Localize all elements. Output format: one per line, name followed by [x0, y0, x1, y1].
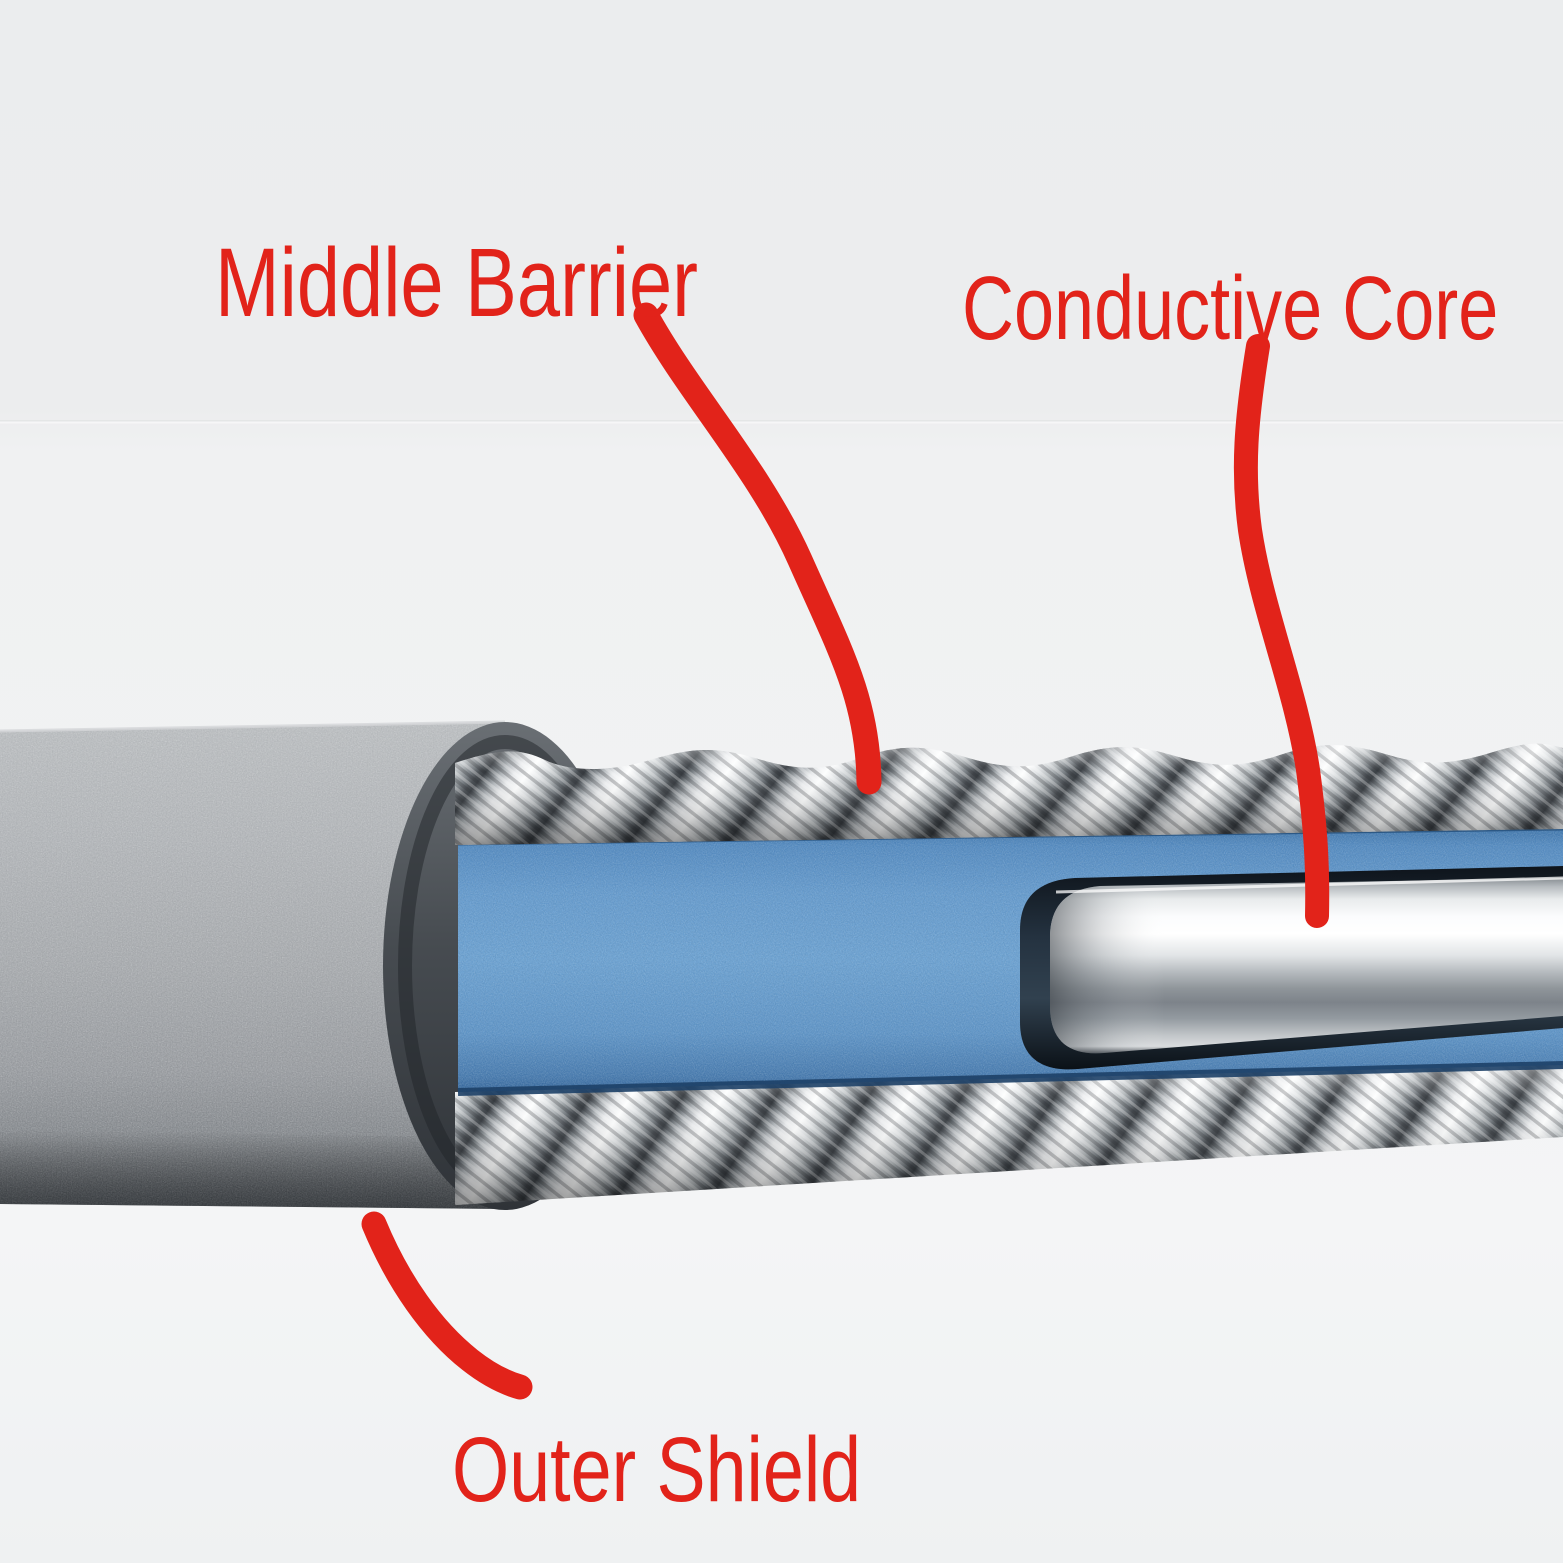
middle-barrier-label: Middle Barrier	[215, 228, 698, 337]
outer-shield-label: Outer Shield	[452, 1419, 862, 1521]
conductive-core-label: Conductive Core	[962, 259, 1499, 359]
outer-jacket-top-highlight	[0, 720, 506, 733]
background-seam-line	[0, 420, 1563, 422]
background-seam-highlight	[0, 421, 1563, 424]
outer-jacket	[0, 720, 506, 1209]
annotation-line-outer-shield	[361, 1211, 533, 1400]
annotation-line-conductive-core	[1233, 334, 1330, 928]
core-rod-end-cap-shading	[1050, 878, 1165, 1054]
core-assembly	[1020, 866, 1563, 1070]
outer-jacket-speckle-dark	[0, 722, 505, 1209]
annotation-lines	[361, 302, 1330, 1400]
outer-jacket-underside-shadow	[0, 1130, 505, 1209]
conductive-core-rod	[1050, 878, 1563, 1054]
annotation-line-middle-barrier	[633, 302, 882, 795]
insulation-foam-bottom-shadow	[457, 1061, 1563, 1096]
